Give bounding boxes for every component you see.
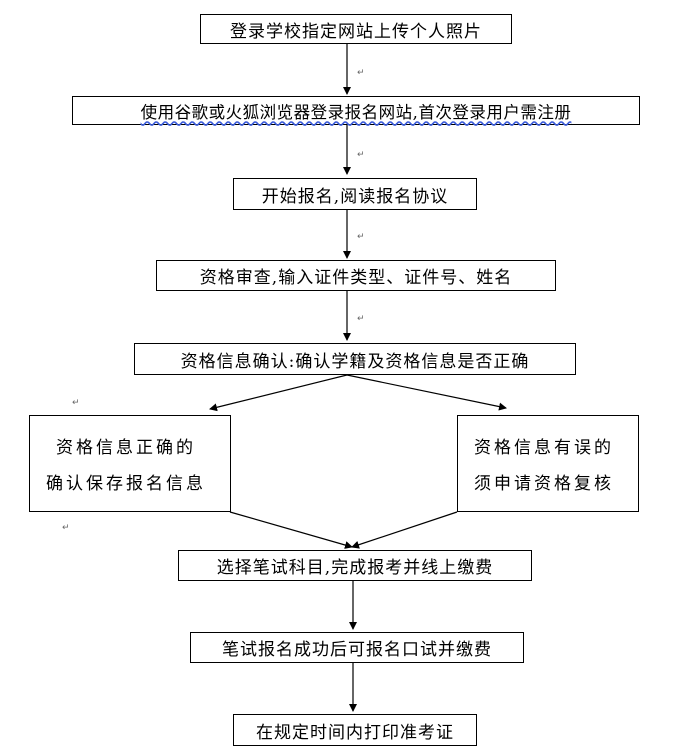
step-upload-photo-text: 登录学校指定网站上传个人照片	[230, 21, 482, 42]
paragraph-mark: ↵	[357, 150, 365, 160]
step-login-register: 使用谷歌或火狐浏览器登录报名网站,首次登录用户需注册	[72, 96, 640, 125]
arrow-6-left	[229, 511, 353, 549]
step-qualification-review: 资格审查,输入证件类型、证件号、姓名	[156, 260, 556, 291]
step-login-register-text: 使用谷歌或火狐浏览器登录报名网站,首次登录用户需注册	[140, 102, 572, 122]
step-confirm-info: 资格信息确认:确认学籍及资格信息是否正确	[134, 343, 576, 375]
step-select-exam-text: 选择笔试科目,完成报考并线上缴费	[216, 558, 494, 578]
branch-info-error-line1: 资格信息有误的	[474, 438, 614, 459]
arrow-5-left	[209, 374, 348, 412]
step-oral-registration-text: 笔试报名成功后可报名口试并缴费	[222, 640, 492, 660]
branch-info-error: 资格信息有误的 须申请资格复核	[457, 415, 639, 512]
arrow-5-right	[346, 374, 507, 411]
step-start-registration-text: 开始报名,阅读报名协议	[261, 186, 449, 207]
paragraph-mark: ↵	[357, 232, 365, 242]
paragraph-mark: ↵	[72, 398, 80, 408]
paragraph-mark: ↵	[357, 314, 365, 324]
step-print-ticket: 在规定时间内打印准考证	[233, 714, 477, 746]
arrow-6-right	[351, 511, 458, 549]
branch-info-correct-line2: 确认保存报名信息	[46, 473, 206, 494]
step-oral-registration: 笔试报名成功后可报名口试并缴费	[190, 632, 524, 663]
step-qualification-review-text: 资格审查,输入证件类型、证件号、姓名	[199, 268, 513, 288]
branch-info-correct-line1: 资格信息正确的	[56, 438, 196, 459]
paragraph-mark: ↵	[62, 523, 70, 533]
step-upload-photo: 登录学校指定网站上传个人照片	[200, 14, 512, 44]
paragraph-mark: ↵	[357, 68, 365, 78]
step-select-exam: 选择笔试科目,完成报考并线上缴费	[178, 550, 532, 581]
step-print-ticket-text: 在规定时间内打印准考证	[256, 722, 454, 743]
branch-info-error-line2: 须申请资格复核	[474, 473, 614, 494]
step-confirm-info-text: 资格信息确认:确认学籍及资格信息是否正确	[180, 351, 530, 372]
step-start-registration: 开始报名,阅读报名协议	[233, 178, 477, 210]
branch-info-correct: 资格信息正确的 确认保存报名信息	[29, 415, 231, 512]
